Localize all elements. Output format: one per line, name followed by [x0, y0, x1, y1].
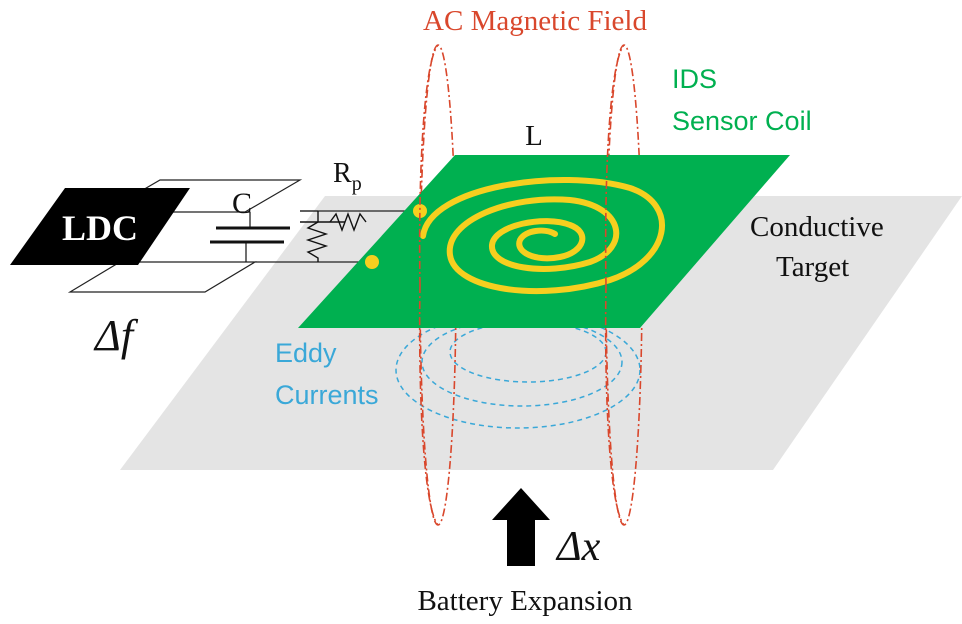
bottom-plate: [67, 261, 258, 293]
coil-label-line2: Sensor Coil: [672, 106, 812, 136]
delta-f-label: Δf: [93, 311, 139, 360]
capacitor-icon: [210, 212, 290, 262]
sensor-coil-board: [298, 155, 790, 328]
delta-x-label: Δx: [555, 524, 601, 570]
conductive-target-plane: [120, 196, 962, 470]
capacitance-label: C: [232, 187, 252, 220]
resistance-label: Rp: [333, 158, 362, 195]
coil-spiral-trace: [420, 177, 665, 295]
ldc-block: [10, 188, 190, 265]
eddy-loop-outer: [395, 311, 641, 429]
up-arrow-icon: [492, 488, 550, 566]
eddy-label-line2: Currents: [275, 380, 379, 410]
field-label: AC Magnetic Field: [423, 5, 647, 37]
coil-terminal-bottom: [365, 255, 379, 269]
ldc-label: LDC: [62, 208, 138, 248]
coil-terminal-top: [413, 204, 427, 218]
field-loops-front: [418, 44, 625, 526]
field-loop-left-front: [418, 44, 439, 286]
field-loop-left-front-lower: [418, 284, 439, 526]
coil-label-line1: IDS: [672, 64, 717, 94]
eddy-label-line1: Eddy: [275, 338, 337, 368]
target-label-line2: Target: [776, 251, 849, 283]
resistor-icon: [300, 211, 367, 262]
expansion-label: Battery Expansion: [417, 585, 633, 617]
circuit-wires: [255, 210, 420, 263]
field-loop-right-front-lower: [604, 284, 625, 526]
target-label-line1: Conductive: [750, 211, 884, 243]
field-loop-right-front: [604, 44, 625, 286]
inductance-label: L: [525, 120, 543, 152]
resistance-sub: p: [352, 173, 362, 195]
resistance-main: R: [333, 158, 352, 189]
